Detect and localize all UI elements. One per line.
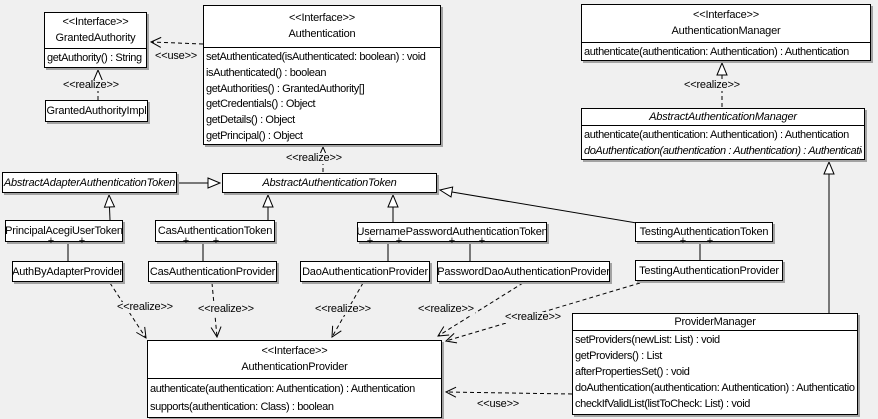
class-granted-authority: <<Interface>> GrantedAuthority getAuthor…	[44, 12, 147, 68]
class-provider-manager: ProviderManager setProviders(newList: Li…	[572, 313, 858, 415]
multiplicity-plus-label: +	[448, 235, 456, 247]
class-name: AbstractAuthenticationToken	[262, 177, 397, 189]
multiplicity-plus-label: +	[366, 235, 374, 247]
multiplicity-plus-label: +	[212, 235, 220, 247]
method-label: getCredentials() : Object	[206, 98, 316, 111]
edge-use-authentication-grantedauthority	[151, 42, 204, 44]
class-name: AbstractAuthenticationManager	[649, 110, 797, 123]
class-name: AbstractAdapterAuthenticationToken	[3, 176, 176, 189]
class-abstract-authentication-manager: AbstractAuthenticationManager authentica…	[581, 108, 865, 160]
method-label: isAuthenticated() : boolean	[206, 66, 327, 79]
class-testing-authentication-provider: TestingAuthenticationProvider	[635, 260, 783, 281]
method-label: authenticate(authentication: Authenticat…	[584, 129, 849, 141]
method-label: setAuthenticated(isAuthenticated: boolea…	[206, 51, 426, 63]
method-label: getAuthorities() : GrantedAuthority[]	[206, 82, 365, 95]
method-label: getProviders() : List	[575, 350, 662, 362]
stereotype-label: <<Interface>>	[693, 9, 759, 21]
class-cas-authentication-provider: CasAuthenticationProvider	[148, 261, 277, 282]
method-label: supports(authentication: Class) : boolea…	[150, 401, 334, 413]
class-authentication: <<Interface>> Authentication setAuthenti…	[203, 5, 441, 145]
edge-gen-principalacegiusertoken	[109, 195, 110, 221]
method-label: checkIfValidList(listToCheck: List) : vo…	[575, 398, 750, 410]
class-name: Authentication	[288, 28, 356, 40]
multiplicity-plus-label: +	[679, 235, 687, 247]
class-auth-by-adapter-provider: AuthByAdapterProvider	[12, 261, 123, 282]
class-name: TestingAuthenticationToken	[639, 226, 769, 238]
class-username-password-authentication-token: UsernamePasswordAuthenticationToken	[357, 222, 547, 242]
class-name: AuthByAdapterProvider	[12, 265, 123, 278]
class-name: TestingAuthenticationProvider	[639, 264, 779, 277]
class-abstract-authentication-token: AbstractAuthenticationToken	[222, 173, 437, 193]
method-label: doAuthentication(authentication : Authen…	[584, 144, 862, 157]
class-name: DaoAuthenticationProvider	[302, 265, 428, 278]
class-name: CasAuthenticationProvider	[149, 265, 276, 278]
multiplicity-plus-label: +	[706, 235, 714, 247]
method-label: afterPropertiesSet() : void	[575, 366, 690, 378]
method-label: doAuthentication(authentication: Authent…	[575, 382, 855, 394]
stereotype-realize-label: <<realize>>	[197, 303, 255, 315]
stereotype-label: <<Interface>>	[62, 16, 129, 28]
stereotype-realize-label: <<realize>>	[62, 79, 120, 91]
class-name: PrincipalAcegiUserToken	[5, 225, 123, 237]
edge-realize-casauthenticationprovider	[212, 282, 217, 337]
multiplicity-plus-label: +	[47, 235, 55, 247]
edge-realize-authbyadapterprovider	[109, 282, 146, 338]
class-cas-authentication-token: CasAuthenticationToken	[155, 220, 275, 242]
method-label: setProviders(newList: List) : void	[575, 334, 720, 346]
class-abstract-adapter-authentication-token: AbstractAdapterAuthenticationToken	[2, 172, 177, 193]
multiplicity-plus-label: +	[395, 235, 403, 247]
class-name: ProviderManager	[674, 315, 756, 328]
stereotype-realize-label: <<realize>>	[314, 303, 372, 315]
class-name: UsernamePasswordAuthenticationToken	[357, 226, 547, 238]
class-password-dao-authentication-provider: PasswordDaoAuthenticationProvider	[437, 261, 610, 282]
stereotype-realize-label: <<realize>>	[683, 79, 741, 91]
multiplicity-plus-label: +	[478, 235, 486, 247]
class-name: AuthenticationManager	[671, 25, 781, 37]
method-label: authenticate(authentication: Authenticat…	[584, 46, 849, 58]
class-dao-authentication-provider: DaoAuthenticationProvider	[300, 261, 430, 282]
class-testing-authentication-token: TestingAuthenticationToken	[635, 222, 773, 242]
stereotype-use-label: <<use>>	[476, 398, 521, 410]
stereotype-realize-label: <<realize>>	[504, 311, 562, 323]
method-label: getPrincipal() : Object	[206, 129, 303, 142]
class-authentication-provider: <<Interface>> AuthenticationProvider aut…	[147, 340, 442, 418]
edge-use-providermanager-authenticationprovider	[446, 392, 573, 394]
method-label: getAuthority() : String	[47, 52, 142, 64]
stereotype-label: <<Interface>>	[261, 345, 328, 357]
class-name: AuthenticationProvider	[241, 361, 348, 373]
stereotype-use-label: <<use>>	[154, 50, 199, 62]
stereotype-realize-label: <<realize>>	[417, 303, 475, 315]
edge-realize-passworddaoprovider	[438, 282, 524, 336]
edge-gen-testingauthenticationtoken	[440, 190, 638, 224]
multiplicity-plus-label: +	[78, 235, 86, 247]
class-principal-acegi-user-token: PrincipalAcegiUserToken	[5, 220, 123, 242]
stereotype-label: <<Interface>>	[289, 12, 355, 24]
stereotype-realize-label: <<realize>>	[116, 301, 174, 313]
stereotype-realize-label: <<realize>>	[285, 152, 343, 164]
method-label: authenticate(authentication: Authenticat…	[150, 383, 415, 395]
class-authentication-manager: <<Interface>> AuthenticationManager auth…	[581, 4, 871, 61]
class-name: CasAuthenticationToken	[157, 225, 273, 237]
method-label: getDetails() : Object	[206, 114, 295, 127]
class-granted-authority-impl: GrantedAuthorityImpl	[45, 100, 148, 122]
class-name: GrantedAuthorityImpl	[46, 105, 147, 117]
multiplicity-plus-label: +	[182, 235, 190, 247]
class-name: PasswordDaoAuthenticationProvider	[437, 265, 610, 278]
class-name: GrantedAuthority	[55, 32, 136, 44]
